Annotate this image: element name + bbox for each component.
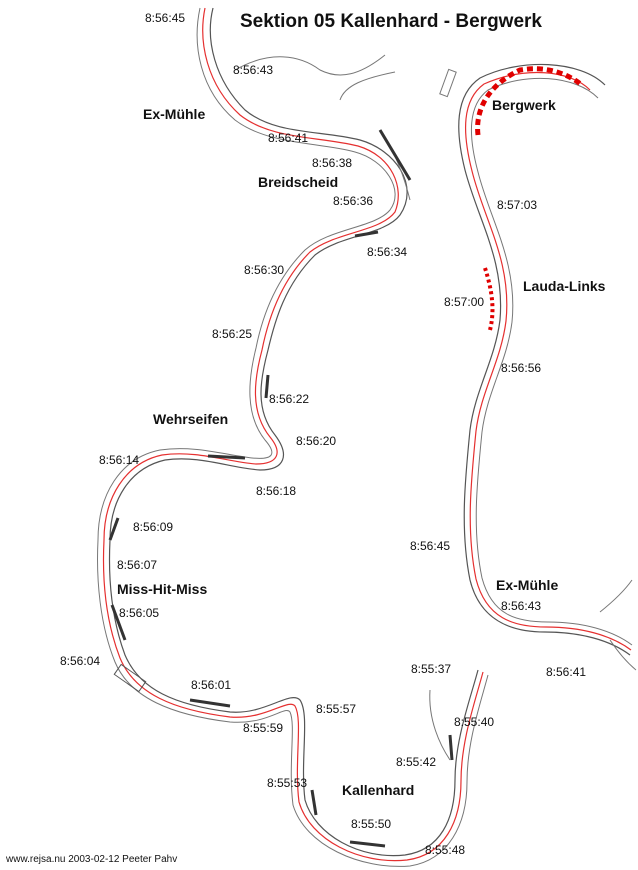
- left-track-outline: [97, 7, 489, 867]
- station-marker-i: [349, 840, 386, 848]
- time-85645-right: 8:56:45: [410, 539, 450, 553]
- time-85609: 8:56:09: [133, 520, 173, 534]
- bergwerk-grandstand: [439, 68, 457, 98]
- time-85537: 8:55:37: [411, 662, 451, 676]
- time-85643-left: 8:56:43: [233, 63, 273, 77]
- time-85641-right: 8:56:41: [546, 665, 586, 679]
- place-kallenhard: Kallenhard: [342, 782, 414, 798]
- left-siding-top: [234, 54, 386, 76]
- place-lauda-links: Lauda-Links: [523, 278, 606, 294]
- station-marker-d: [207, 454, 246, 460]
- place-miss-hit-miss: Miss-Hit-Miss: [117, 581, 207, 597]
- time-85607: 8:56:07: [117, 558, 157, 572]
- time-85643-right: 8:56:43: [501, 599, 541, 613]
- right-track-outline: [458, 63, 637, 671]
- time-85553: 8:55:53: [267, 776, 307, 790]
- time-85605: 8:56:05: [119, 606, 159, 620]
- time-85700: 8:57:00: [444, 295, 484, 309]
- place-ex-muehle-right: Ex-Mühle: [496, 577, 558, 593]
- left-siding-top2: [339, 71, 396, 101]
- time-85645-top: 8:56:45: [145, 11, 185, 25]
- right-track-outer: [458, 63, 631, 656]
- time-85559: 8:55:59: [243, 721, 283, 735]
- time-85641-left: 8:56:41: [268, 131, 308, 145]
- left-route-line: [102, 7, 484, 862]
- bergwerk-curb: [475, 66, 584, 136]
- right-siding-ex-muehle: [599, 579, 633, 613]
- time-85601: 8:56:01: [191, 678, 231, 692]
- credit-line: www.rejsa.nu 2003-02-12 Peeter Pahv: [5, 854, 177, 865]
- left-track-inner: [97, 7, 489, 867]
- right-siding-bottom: [609, 639, 637, 671]
- place-bergwerk: Bergwerk: [492, 97, 556, 113]
- station-marker-j: [448, 734, 454, 761]
- lauda-links-curb: [483, 267, 495, 331]
- place-breidscheid: Breidscheid: [258, 174, 338, 190]
- station-marker-a: [378, 129, 412, 181]
- station-marker-h: [310, 789, 318, 816]
- time-85636: 8:56:36: [333, 194, 373, 208]
- time-85622: 8:56:22: [269, 392, 309, 406]
- time-85542: 8:55:42: [396, 755, 436, 769]
- time-85548: 8:55:48: [425, 843, 465, 857]
- place-wehrseifen: Wehrseifen: [153, 411, 228, 427]
- time-85625: 8:56:25: [212, 327, 252, 341]
- grandstand-block: [113, 663, 147, 693]
- station-marker-e: [108, 517, 120, 541]
- time-85614: 8:56:14: [99, 453, 139, 467]
- time-85656: 8:56:56: [501, 361, 541, 375]
- station-markers: [108, 129, 454, 848]
- station-marker-b: [354, 230, 379, 238]
- time-85618: 8:56:18: [256, 484, 296, 498]
- time-85638: 8:56:38: [312, 156, 352, 170]
- station-marker-c: [264, 374, 270, 399]
- time-85540: 8:55:40: [454, 715, 494, 729]
- station-marker-g: [189, 698, 231, 708]
- kallenhard-siding: [429, 689, 451, 761]
- time-85557: 8:55:57: [316, 702, 356, 716]
- time-85550: 8:55:50: [351, 817, 391, 831]
- time-85620: 8:56:20: [296, 434, 336, 448]
- time-85630: 8:56:30: [244, 263, 284, 277]
- time-85703: 8:57:03: [497, 198, 537, 212]
- right-route-line: [464, 71, 632, 651]
- right-track-inner: [470, 77, 633, 646]
- time-85634: 8:56:34: [367, 245, 407, 259]
- place-ex-muehle-left: Ex-Mühle: [143, 106, 205, 122]
- station-marker-f: [110, 604, 127, 641]
- time-85604: 8:56:04: [60, 654, 100, 668]
- page-title: Sektion 05 Kallenhard - Bergwerk: [240, 11, 542, 32]
